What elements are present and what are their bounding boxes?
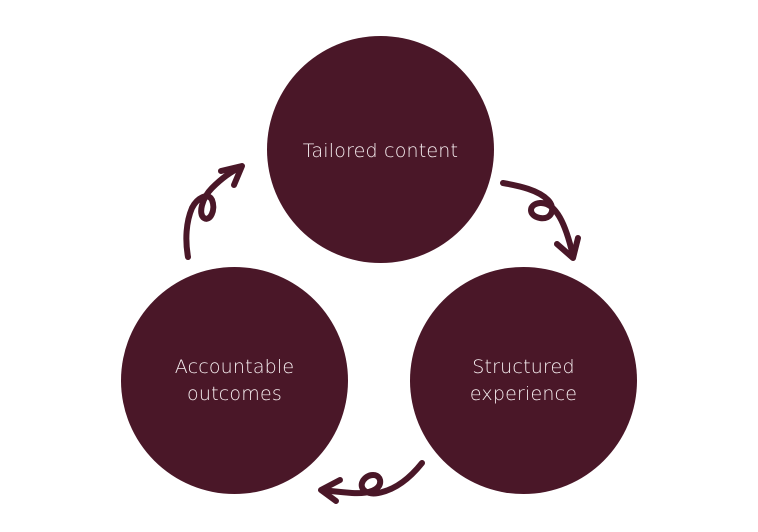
- node-tailored-content: Tailored content: [267, 36, 494, 263]
- arrow-shaft-icon: [319, 460, 425, 497]
- arrowhead-icon: [554, 235, 581, 261]
- arrow-tailored-to-structured: [500, 180, 581, 261]
- node-label: Tailored content: [302, 139, 459, 162]
- arrow-accountable-to-tailored: [183, 163, 245, 260]
- arrow-structured-to-accountable: [318, 460, 425, 504]
- arrowhead-icon: [218, 163, 245, 188]
- arrowhead-icon: [318, 477, 343, 504]
- arrow-shaft-icon: [183, 164, 244, 260]
- arrow-shaft-icon: [500, 180, 576, 259]
